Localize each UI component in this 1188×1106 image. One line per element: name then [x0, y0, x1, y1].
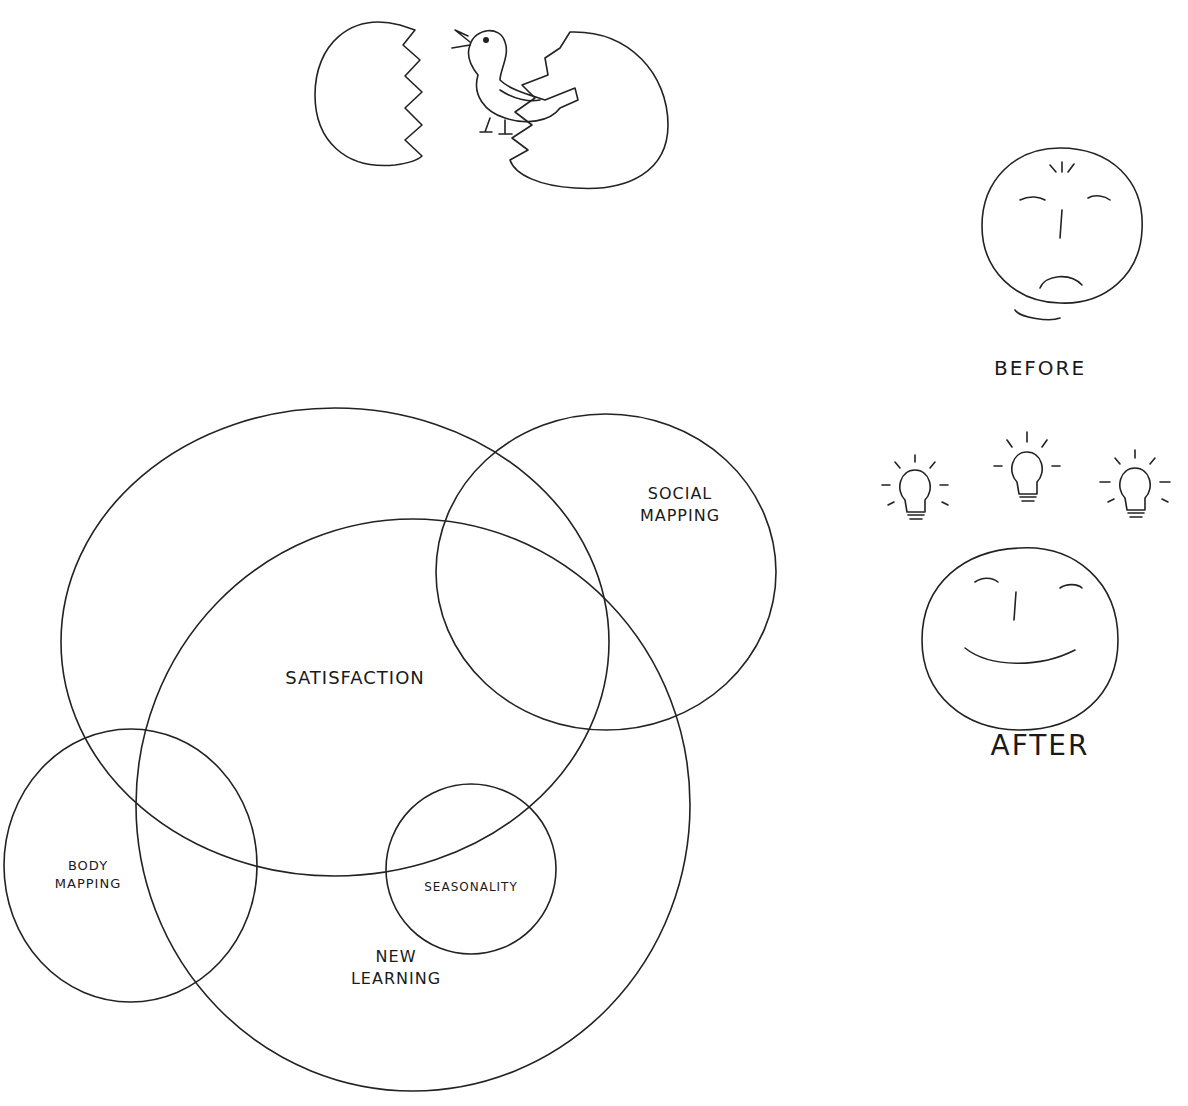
venn-circle: NEW LEARNING SEASONALITY: [135, 518, 691, 1092]
venn-outline: [435, 413, 777, 731]
venn-circle: BODY MAPPING: [3, 728, 258, 1003]
egg-shell: [510, 32, 668, 189]
venn-ellipse: [436, 414, 776, 730]
region-label: SATISFACTION: [285, 666, 425, 690]
venn-ellipse: [4, 729, 257, 1002]
region-label: SOCIAL MAPPING: [620, 483, 740, 526]
face-caption: BEFORE: [994, 356, 1086, 380]
region-label: BODY MAPPING: [48, 857, 128, 892]
region-label: NEW LEARNING: [331, 946, 461, 989]
venn-outline: [385, 783, 557, 955]
light-bulb: [882, 455, 948, 519]
face-after: [922, 548, 1118, 730]
light-bulb: [994, 432, 1060, 501]
bird: [452, 30, 578, 134]
face-caption: AFTER: [990, 729, 1089, 762]
venn-ellipse: [386, 784, 556, 954]
venn-ellipse: [136, 519, 690, 1091]
light-bulb: [1100, 450, 1170, 517]
face-before: [982, 148, 1142, 320]
venn-circle: SEASONALITY: [385, 783, 557, 955]
venn-outline: [135, 518, 691, 1092]
region-label: SEASONALITY: [424, 879, 518, 895]
venn-outline: [3, 728, 258, 1003]
egg-shell: [315, 22, 422, 165]
venn-circle: SOCIAL MAPPING: [435, 413, 777, 731]
